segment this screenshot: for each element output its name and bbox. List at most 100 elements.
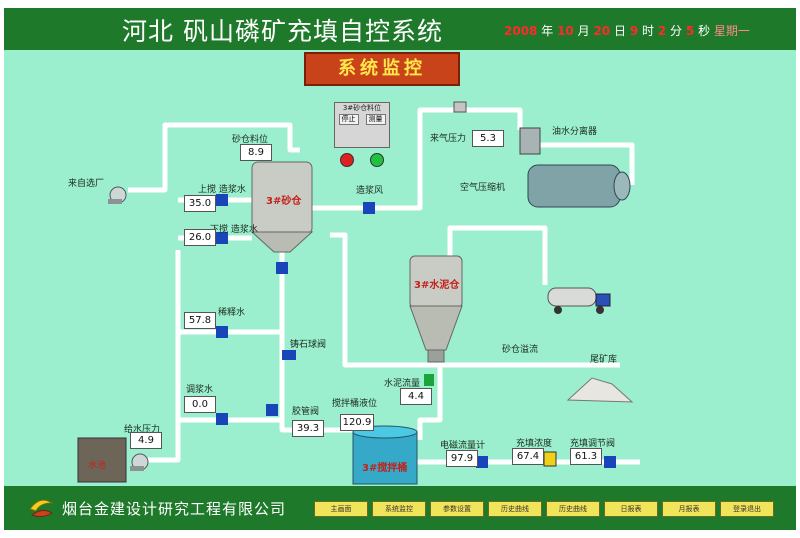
overflow-pipe	[330, 232, 620, 368]
em-flowmeter-valve[interactable]	[476, 456, 488, 468]
supply-water-pressure-readout: 4.9	[130, 432, 162, 449]
clock-hour-unit: 时	[642, 24, 655, 38]
sand-bin-label: 3#砂仓	[266, 196, 302, 207]
oil-water-separator	[519, 127, 541, 155]
clock-day-unit: 日	[613, 24, 626, 38]
valve-group	[216, 101, 616, 468]
mixer-label: 3#搅拌桶	[362, 463, 408, 474]
process-diagram-panel	[4, 50, 796, 486]
dilution-valve[interactable]	[216, 326, 228, 338]
sand-bin-level-panel: 3#砂仓料位 停止 测量	[334, 102, 390, 148]
air-compressor	[527, 164, 631, 208]
clock-hour: 9	[629, 24, 639, 38]
feed-pump	[108, 186, 127, 204]
clock-month: 10	[557, 24, 574, 38]
lower-slurry-valve[interactable]	[216, 232, 228, 244]
oil-water-separator-label: 油水分离器	[552, 127, 598, 137]
footer-bar: 烟台金建设计研究工程有限公司 主画面 系统监控 参数设置 历史曲线 历史曲线 日…	[4, 486, 796, 530]
incoming-air-pressure-readout: 5.3	[472, 130, 504, 147]
mixer-tank	[352, 425, 418, 485]
stop-button[interactable]: 停止	[338, 114, 359, 125]
air-pipe	[310, 107, 523, 211]
casting-ball-valve-label: 铸石球阀	[290, 340, 327, 350]
nav-daily-report[interactable]: 日报表	[604, 501, 658, 517]
cement-flow-label: 水泥流量	[384, 379, 421, 389]
measure-indicator	[370, 153, 384, 167]
clock-month-unit: 月	[577, 24, 590, 38]
rubber-valve-label: 胶管阀	[292, 407, 320, 417]
title-bar: 河北 矾山磷矿充填自控系统 2008 年 10 月 20 日 9 时 2 分 5…	[4, 8, 796, 50]
clock-day: 20	[593, 24, 611, 38]
sand-bin-panel-title: 3#砂仓料位	[342, 104, 382, 112]
water-pump	[130, 453, 149, 471]
upper-slurry-water-readout: 35.0	[184, 195, 216, 212]
air-compressor-label: 空气压缩机	[460, 183, 506, 193]
sand-bin-level-label: 砂仓料位	[232, 135, 269, 145]
rubber-valve[interactable]	[266, 404, 278, 416]
tailings-label: 尾矿库	[590, 355, 618, 365]
incoming-air-pressure-label: 来气压力	[430, 134, 467, 144]
slurry-water-valve[interactable]	[216, 413, 228, 425]
lower-slurry-water-readout: 26.0	[184, 229, 216, 246]
nav-history-curve-1[interactable]: 历史曲线	[488, 501, 542, 517]
tailings-pile	[566, 377, 634, 403]
slurry-water-label: 调浆水	[186, 385, 214, 395]
clock-weekday: 星期一	[713, 24, 750, 38]
em-flowmeter-readout: 97.9	[446, 450, 478, 467]
cement-flow-valve[interactable]	[424, 374, 434, 386]
nav-main-screen[interactable]: 主画面	[314, 501, 368, 517]
clock-year: 2008	[504, 24, 538, 38]
clock-minute: 2	[657, 24, 667, 38]
water-main-pipe	[138, 250, 181, 463]
stop-indicator	[340, 153, 354, 167]
lower-slurry-water-label: 下搅 造浆水	[210, 225, 258, 235]
datetime-display: 2008 年 10 月 20 日 9 时 2 分 5 秒 星期一	[504, 22, 750, 39]
upper-slurry-valve[interactable]	[216, 194, 228, 206]
supply-water-pressure-label: 给水压力	[124, 425, 161, 435]
water-tank	[77, 437, 127, 483]
section-banner: 系统监控	[304, 52, 460, 86]
fill-control-valve-readout: 61.3	[570, 448, 602, 465]
mixer-level-label: 搅拌桶液位	[332, 399, 378, 409]
density-meter[interactable]	[543, 451, 557, 467]
clock-year-unit: 年	[541, 24, 554, 38]
nav-monthly-report[interactable]: 月报表	[662, 501, 716, 517]
slurry-air-label: 造浆风	[356, 186, 384, 196]
em-flowmeter-label: 电磁流量计	[440, 441, 486, 451]
cement-discharge-pipe	[417, 360, 443, 440]
page-title: 河北 矾山磷矿充填自控系统	[122, 17, 443, 46]
fill-control-valve[interactable]	[604, 456, 616, 468]
water-tank-label: 水池	[88, 461, 107, 471]
dilution-water-label: 稀释水	[218, 308, 246, 318]
upper-slurry-water-label: 上搅 造浆水	[198, 185, 246, 195]
company-logo-icon	[29, 499, 54, 518]
fill-concentration-readout: 67.4	[512, 448, 544, 465]
nav-parameter-settings[interactable]: 参数设置	[430, 501, 484, 517]
clock-minute-unit: 分	[670, 24, 683, 38]
rubber-valve-readout: 39.3	[292, 420, 324, 437]
incoming-plant-label: 来自选厂	[68, 179, 105, 189]
mixer-level-readout: 120.9	[340, 414, 374, 431]
sand-outlet-valve[interactable]	[276, 262, 288, 274]
dilution-water-readout: 57.8	[184, 312, 216, 329]
nav-history-curve-2[interactable]: 历史曲线	[546, 501, 600, 517]
cement-flow-readout: 4.4	[400, 388, 432, 405]
cement-bin-label: 3#水泥仓	[414, 280, 460, 291]
measure-button[interactable]: 测量	[365, 114, 386, 125]
separator-pipe	[540, 142, 635, 185]
clock-second-unit: 秒	[698, 24, 711, 38]
slurry-water-readout: 0.0	[184, 396, 216, 413]
nav-login-logout[interactable]: 登录退出	[720, 501, 774, 517]
feed-pipe	[128, 122, 300, 193]
fill-control-valve-label: 充填调节阀	[570, 439, 616, 449]
casting-ball-valve[interactable]	[282, 350, 296, 360]
cement-bin	[409, 255, 463, 363]
company-name: 烟台金建设计研究工程有限公司	[62, 500, 287, 518]
slurry-air-valve[interactable]	[363, 202, 375, 214]
sand-overflow-label: 砂仓溢流	[502, 345, 539, 355]
air-pressure-gauge	[453, 101, 467, 113]
nav-system-monitor[interactable]: 系统监控	[372, 501, 426, 517]
sand-bin-level-readout: 8.9	[240, 144, 272, 161]
